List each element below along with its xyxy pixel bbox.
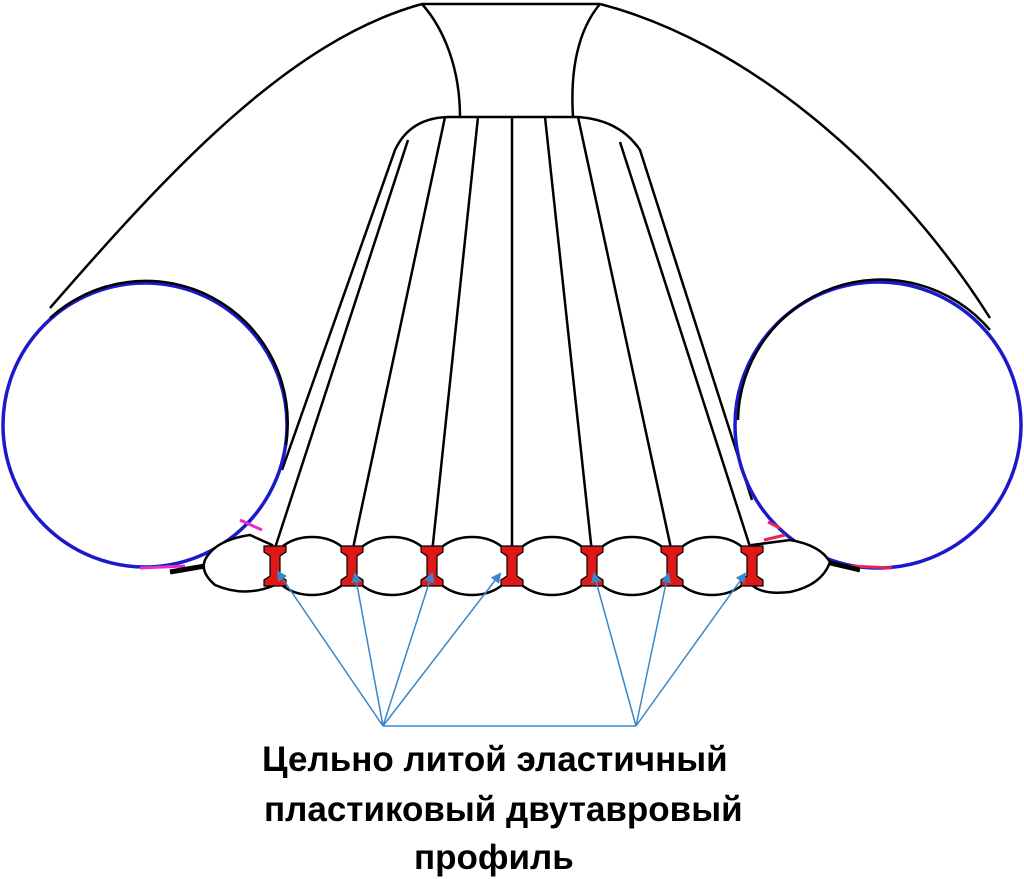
caption-line-2: пластиковый двутавровый	[264, 790, 743, 829]
cell-5	[590, 535, 674, 597]
ibeam-5	[580, 545, 604, 587]
ibeam-1	[263, 545, 287, 587]
cell-4	[510, 535, 594, 597]
leader-arrow-5	[591, 571, 637, 727]
caption-line-1: Цельно литой эластичный	[262, 740, 728, 779]
cell-6	[670, 535, 754, 597]
top-bridge-left	[421, 3, 462, 118]
ibeam-3	[420, 545, 444, 587]
right-seal-red	[763, 520, 893, 570]
leader-arrow-3	[382, 572, 435, 727]
ibeam-6	[660, 545, 684, 587]
fan-line-7	[618, 141, 754, 554]
top-bridge-right	[571, 3, 601, 118]
left-seal-magenta	[139, 518, 263, 570]
cell-0	[202, 533, 277, 593]
caption-line-3: профиль	[414, 838, 574, 877]
left-drum-belt-arc	[49, 279, 289, 446]
ibeam-7	[740, 545, 764, 587]
leader-arrow-1	[276, 570, 384, 727]
leader-arrow-6	[635, 571, 672, 727]
ibeam-profiles	[263, 545, 764, 587]
right-drum	[733, 278, 1023, 573]
outer-belt-left	[49, 2, 423, 309]
cell-7	[750, 538, 832, 594]
right-seal-black	[825, 559, 861, 573]
fan-line-2	[350, 116, 447, 554]
ibeam-2	[340, 545, 364, 587]
inner-body	[273, 115, 754, 554]
outer-belt	[49, 2, 992, 319]
right-drum-belt-arc	[736, 278, 991, 421]
leader-arrow-2	[351, 571, 384, 727]
leader-arrow-4	[382, 572, 502, 727]
leader-arrows	[276, 570, 747, 727]
ibeam-4	[500, 545, 524, 587]
fan-line-3	[430, 116, 480, 554]
outer-belt-right	[599, 2, 992, 319]
fan-line-1	[273, 139, 410, 549]
left-drum	[1, 279, 289, 575]
left-seal-black	[169, 563, 206, 575]
cell-2	[350, 535, 434, 597]
cell-3	[430, 535, 514, 597]
left-drum-circle	[1, 281, 289, 569]
fan-line-5	[543, 116, 594, 554]
fan-line-6	[576, 116, 674, 554]
leader-arrow-7	[635, 572, 747, 727]
